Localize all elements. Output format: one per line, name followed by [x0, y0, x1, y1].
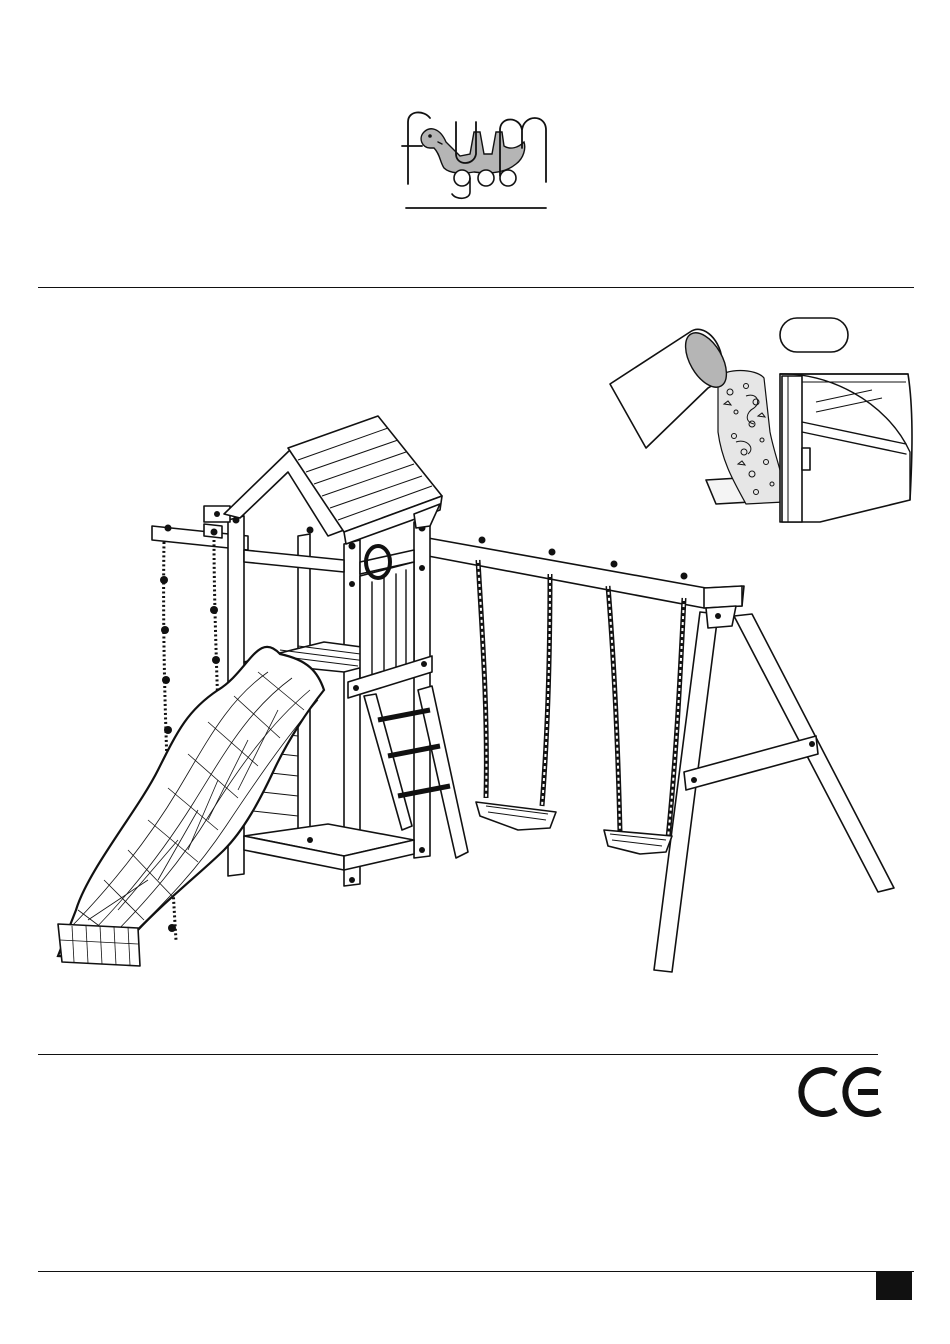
swing-seats [476, 802, 672, 854]
playset-illustration [48, 410, 908, 980]
inset-tag-bubble [780, 318, 848, 352]
ce-mark-art [798, 1064, 884, 1120]
brand-logo: fun fun goo [400, 102, 552, 214]
logo-goo-letters [452, 170, 516, 198]
logo-wordmark-hidden-2: goo [400, 214, 401, 215]
logo-wordmark-hidden: fun [400, 214, 401, 215]
wave-slide [58, 647, 324, 966]
playset-art [48, 410, 908, 980]
swing-a-frame [654, 612, 894, 972]
ce-mark-label: CE [798, 1120, 799, 1121]
ce-mark: CE [798, 1064, 884, 1120]
middle-divider [38, 1054, 878, 1055]
fun-goo-logo-art: fun [400, 102, 552, 214]
header-divider [38, 287, 914, 288]
logo-dog-shape [421, 129, 525, 173]
tower-roof [224, 416, 442, 544]
swing-ropes [478, 560, 684, 838]
swing-top-beam [428, 537, 744, 629]
page-marker-block [876, 1272, 912, 1300]
footer-divider [38, 1271, 914, 1272]
